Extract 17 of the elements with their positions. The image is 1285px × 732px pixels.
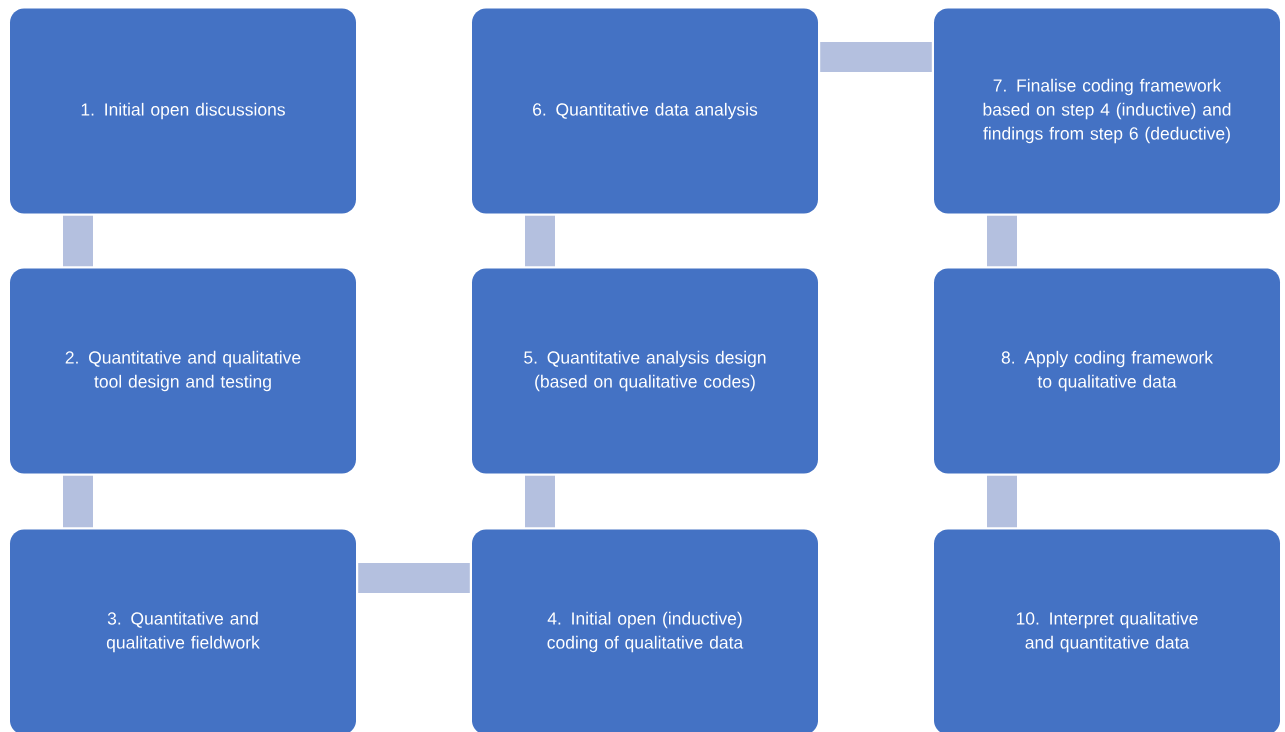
process-box: 1. Initial open discussions <box>10 8 356 214</box>
process-box: 4. Initial open (inductive) coding of qualitative data <box>472 529 818 732</box>
connector-bar <box>63 475 93 528</box>
connector-bar <box>820 42 932 72</box>
connector-bar <box>525 475 555 528</box>
connector-bar <box>358 563 470 593</box>
connector-bar <box>63 215 93 267</box>
process-box: 5. Quantitative analysis design (based on qualitative codes) <box>472 268 818 474</box>
process-box: 10. Interpret qualitative and quantitative data <box>934 529 1280 732</box>
process-box: 6. Quantitative data analysis <box>472 8 818 214</box>
process-box: 2. Quantitative and qualitative tool design and testing <box>10 268 356 474</box>
connector-bar <box>987 215 1017 267</box>
connector-bar <box>525 215 555 267</box>
process-box: 3. Quantitative and qualitative fieldwork <box>10 529 356 732</box>
process-box: 7. Finalise coding framework based on step 4 (inductive) and findings from step 6 (deductive) <box>934 8 1280 214</box>
connector-bar <box>987 475 1017 528</box>
process-box: 8. Apply coding framework to qualitative data <box>934 268 1280 474</box>
